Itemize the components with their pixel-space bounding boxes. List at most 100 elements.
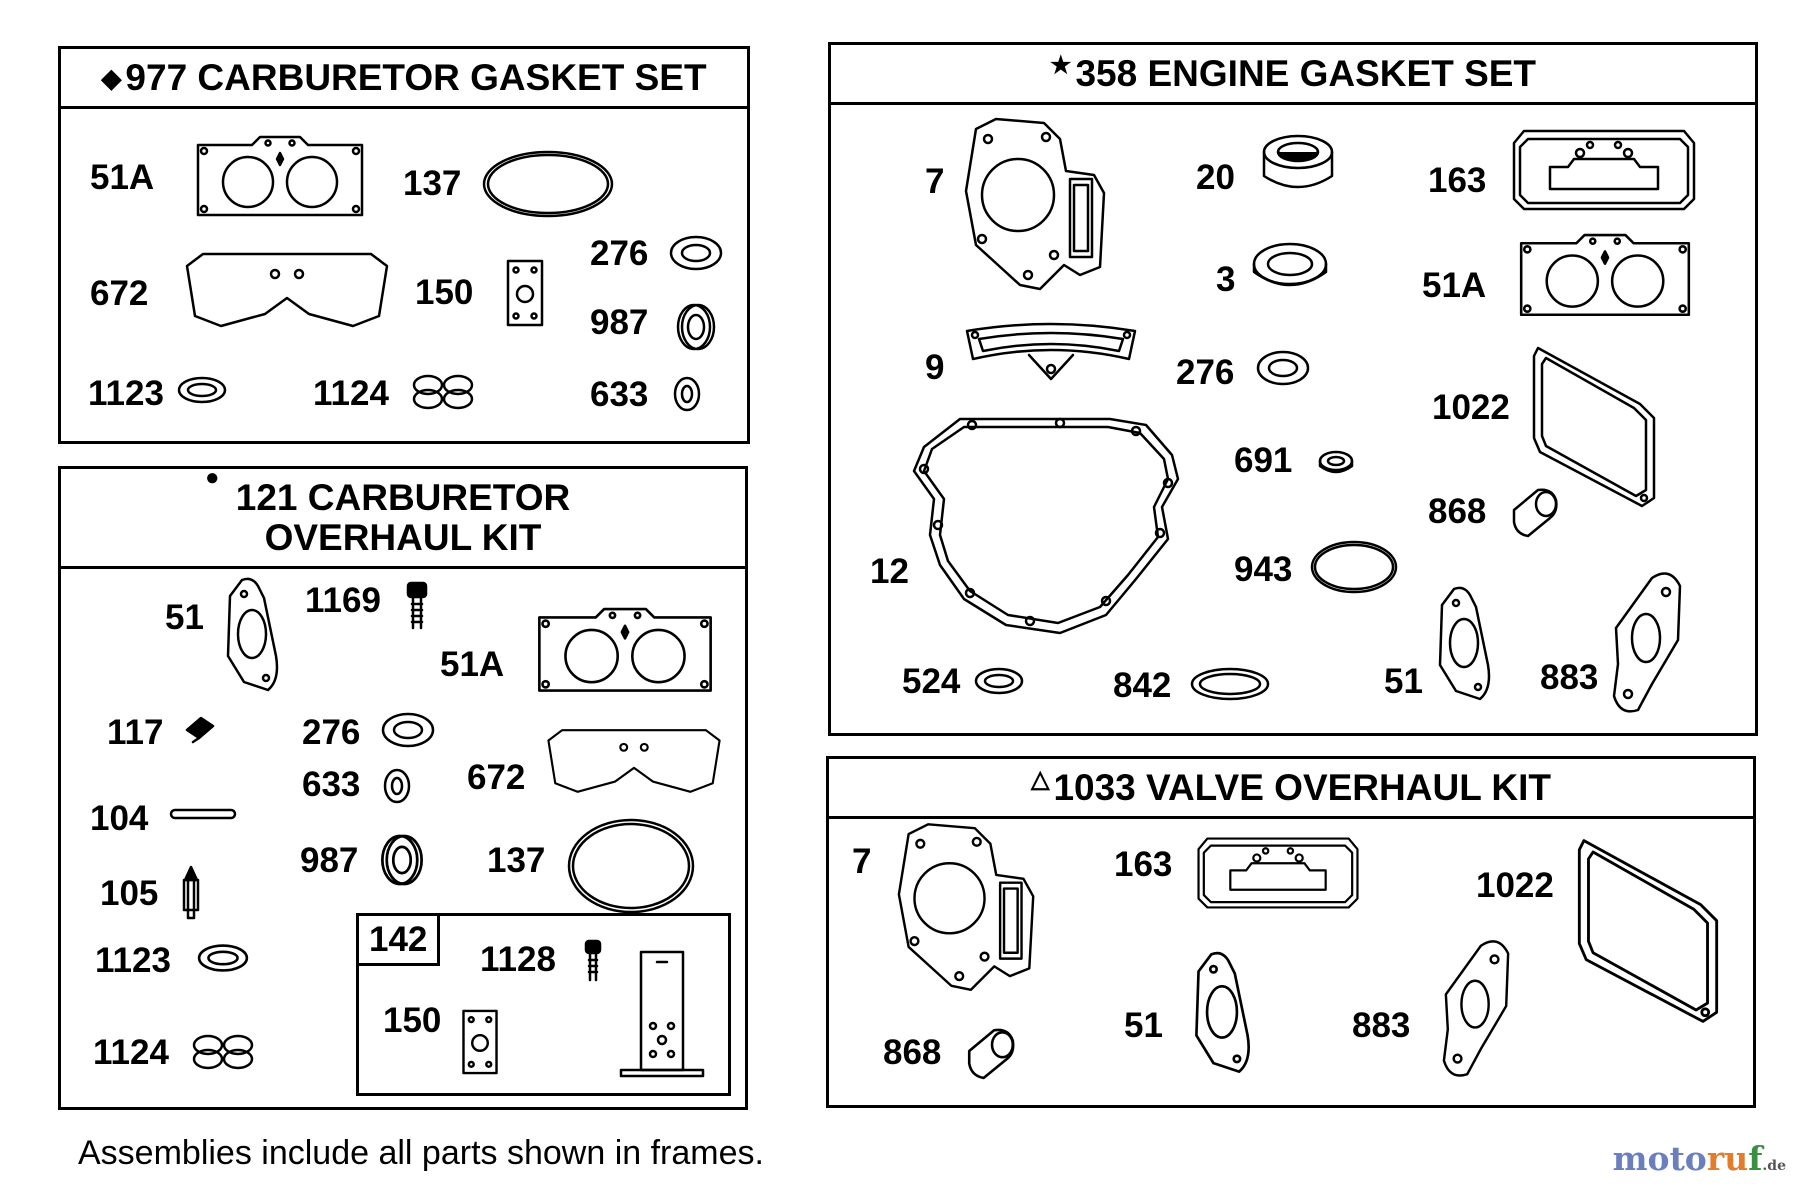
triangle-icon: △	[1030, 765, 1050, 793]
washer-3-drawing	[1252, 242, 1328, 287]
kit-frame-carburetor-overhaul-kit: 121 CARBURETOR OVERHAUL KIT	[58, 466, 748, 1110]
part-label: 7	[852, 842, 872, 881]
part-label: 883	[1540, 658, 1599, 697]
kit-frame-valve-overhaul-kit: △ 1033 VALVE OVERHAUL KIT	[826, 756, 1756, 1108]
gasket-1022-drawing	[1577, 839, 1719, 1023]
part-label: 105	[100, 874, 159, 913]
gasket-9-drawing	[965, 322, 1137, 381]
part-label: 137	[403, 164, 462, 203]
gasket-51a-drawing	[538, 607, 712, 692]
part-label: 987	[300, 841, 359, 880]
washer-691-drawing	[1318, 450, 1354, 474]
bullet-dot-icon: ●	[205, 464, 220, 491]
washer-276-drawing	[1256, 350, 1310, 386]
plate-150-drawing	[506, 259, 544, 327]
part-label: 51	[1384, 662, 1423, 701]
gasket-672-drawing	[185, 252, 389, 328]
part-label: 842	[1113, 666, 1172, 705]
gasket-1022-drawing	[1532, 346, 1656, 508]
crankcase-gasket-12-drawing	[912, 417, 1180, 635]
gasket-51a-drawing	[1519, 233, 1691, 317]
part-label: 1123	[88, 374, 164, 413]
gasket-1124-drawing	[192, 1034, 254, 1070]
part-label: 51	[165, 598, 204, 637]
kit-title-line1: 121 CARBURETOR	[235, 477, 571, 518]
part-label: 51A	[90, 158, 155, 197]
site-logo: motoruf.de	[1612, 1139, 1786, 1178]
part-label: 868	[1428, 492, 1487, 531]
gasket-1124-drawing	[412, 374, 474, 410]
subassembly-frame-142: 142	[356, 913, 731, 1096]
washer-276-drawing	[669, 235, 723, 271]
subassembly-tag: 142	[359, 916, 441, 966]
part-label: 1124	[313, 374, 389, 413]
part-label: 1128	[480, 940, 556, 979]
gasket-51-drawing	[1195, 951, 1250, 1073]
kit-title-text: 358 ENGINE GASKET SET	[1075, 53, 1537, 94]
part-label: 1022	[1476, 866, 1554, 905]
seal-633-drawing	[383, 768, 411, 804]
part-label: 150	[415, 273, 474, 312]
jet-117-drawing	[185, 716, 215, 744]
gasket-883-drawing	[1612, 572, 1682, 713]
part-label: 672	[90, 274, 149, 313]
part-label: 12	[870, 552, 909, 591]
part-label: 987	[590, 303, 649, 342]
washer-1123-drawing	[197, 944, 249, 972]
diamond-icon: ◆	[101, 62, 122, 93]
kit-frame-engine-gasket-set: ★ 358 ENGINE GASKET SET	[828, 42, 1758, 736]
kit-title-line2: OVERHAUL KIT	[264, 517, 542, 558]
part-label: 137	[487, 841, 546, 880]
needle-105-drawing	[182, 865, 200, 920]
part-label: 524	[902, 662, 961, 701]
washer-276-drawing	[381, 712, 435, 748]
gasket-163-drawing	[1512, 129, 1696, 211]
washer-524-drawing	[974, 667, 1024, 695]
part-label: 672	[467, 758, 526, 797]
part-label: 3	[1216, 260, 1236, 299]
part-label: 1169	[305, 581, 381, 620]
plate-150-drawing	[462, 1009, 498, 1075]
part-label: 1124	[93, 1033, 169, 1072]
guide-868-drawing	[1512, 488, 1558, 538]
screw-1169-drawing	[406, 581, 428, 630]
gasket-672-drawing	[547, 729, 721, 793]
washer-1123-drawing	[177, 376, 227, 404]
o-ring-842-drawing	[1190, 667, 1270, 701]
part-label: 150	[383, 1001, 442, 1040]
part-label: 163	[1428, 161, 1487, 200]
part-label: 868	[883, 1033, 942, 1072]
part-label: 9	[925, 348, 945, 387]
part-label: 633	[590, 375, 649, 414]
o-ring-137-drawing	[567, 818, 695, 914]
kit-title-engine-gasket-set: ★ 358 ENGINE GASKET SET	[831, 45, 1755, 105]
part-label: 1123	[95, 941, 171, 980]
part-label: 51	[1124, 1006, 1163, 1045]
gasket-51-drawing	[1438, 586, 1491, 701]
gasket-163-drawing	[1197, 837, 1359, 909]
footnote: Assemblies include all parts shown in fr…	[78, 1134, 764, 1172]
part-label: 276	[302, 713, 361, 752]
guide-868-drawing	[967, 1028, 1015, 1080]
part-label: 883	[1352, 1006, 1411, 1045]
part-label: 7	[925, 162, 945, 201]
part-label: 633	[302, 765, 361, 804]
screw-1128-drawing	[584, 939, 602, 982]
part-label: 104	[90, 799, 149, 838]
o-ring-943-drawing	[1310, 540, 1398, 594]
kit-title-carburetor-gasket-set: ◆ 977 CARBURETOR GASKET SET	[61, 49, 747, 109]
part-label: 163	[1114, 845, 1173, 884]
pin-104-drawing	[169, 808, 237, 820]
part-label: 51A	[1422, 266, 1487, 305]
gasket-883-drawing	[1442, 940, 1510, 1077]
kit-title-valve-overhaul-kit: △ 1033 VALVE OVERHAUL KIT	[829, 759, 1753, 819]
gasket-51a-drawing	[196, 135, 364, 217]
seal-633-drawing	[673, 376, 701, 412]
part-label: 51A	[440, 645, 505, 684]
part-label: 276	[1176, 353, 1235, 392]
part-label: 117	[107, 713, 164, 752]
part-label: 276	[590, 234, 649, 273]
head-gasket-7-drawing	[897, 823, 1035, 991]
star-icon: ★	[1049, 51, 1072, 79]
kit-frame-carburetor-gasket-set: ◆ 977 CARBURETOR GASKET SET	[58, 46, 750, 444]
